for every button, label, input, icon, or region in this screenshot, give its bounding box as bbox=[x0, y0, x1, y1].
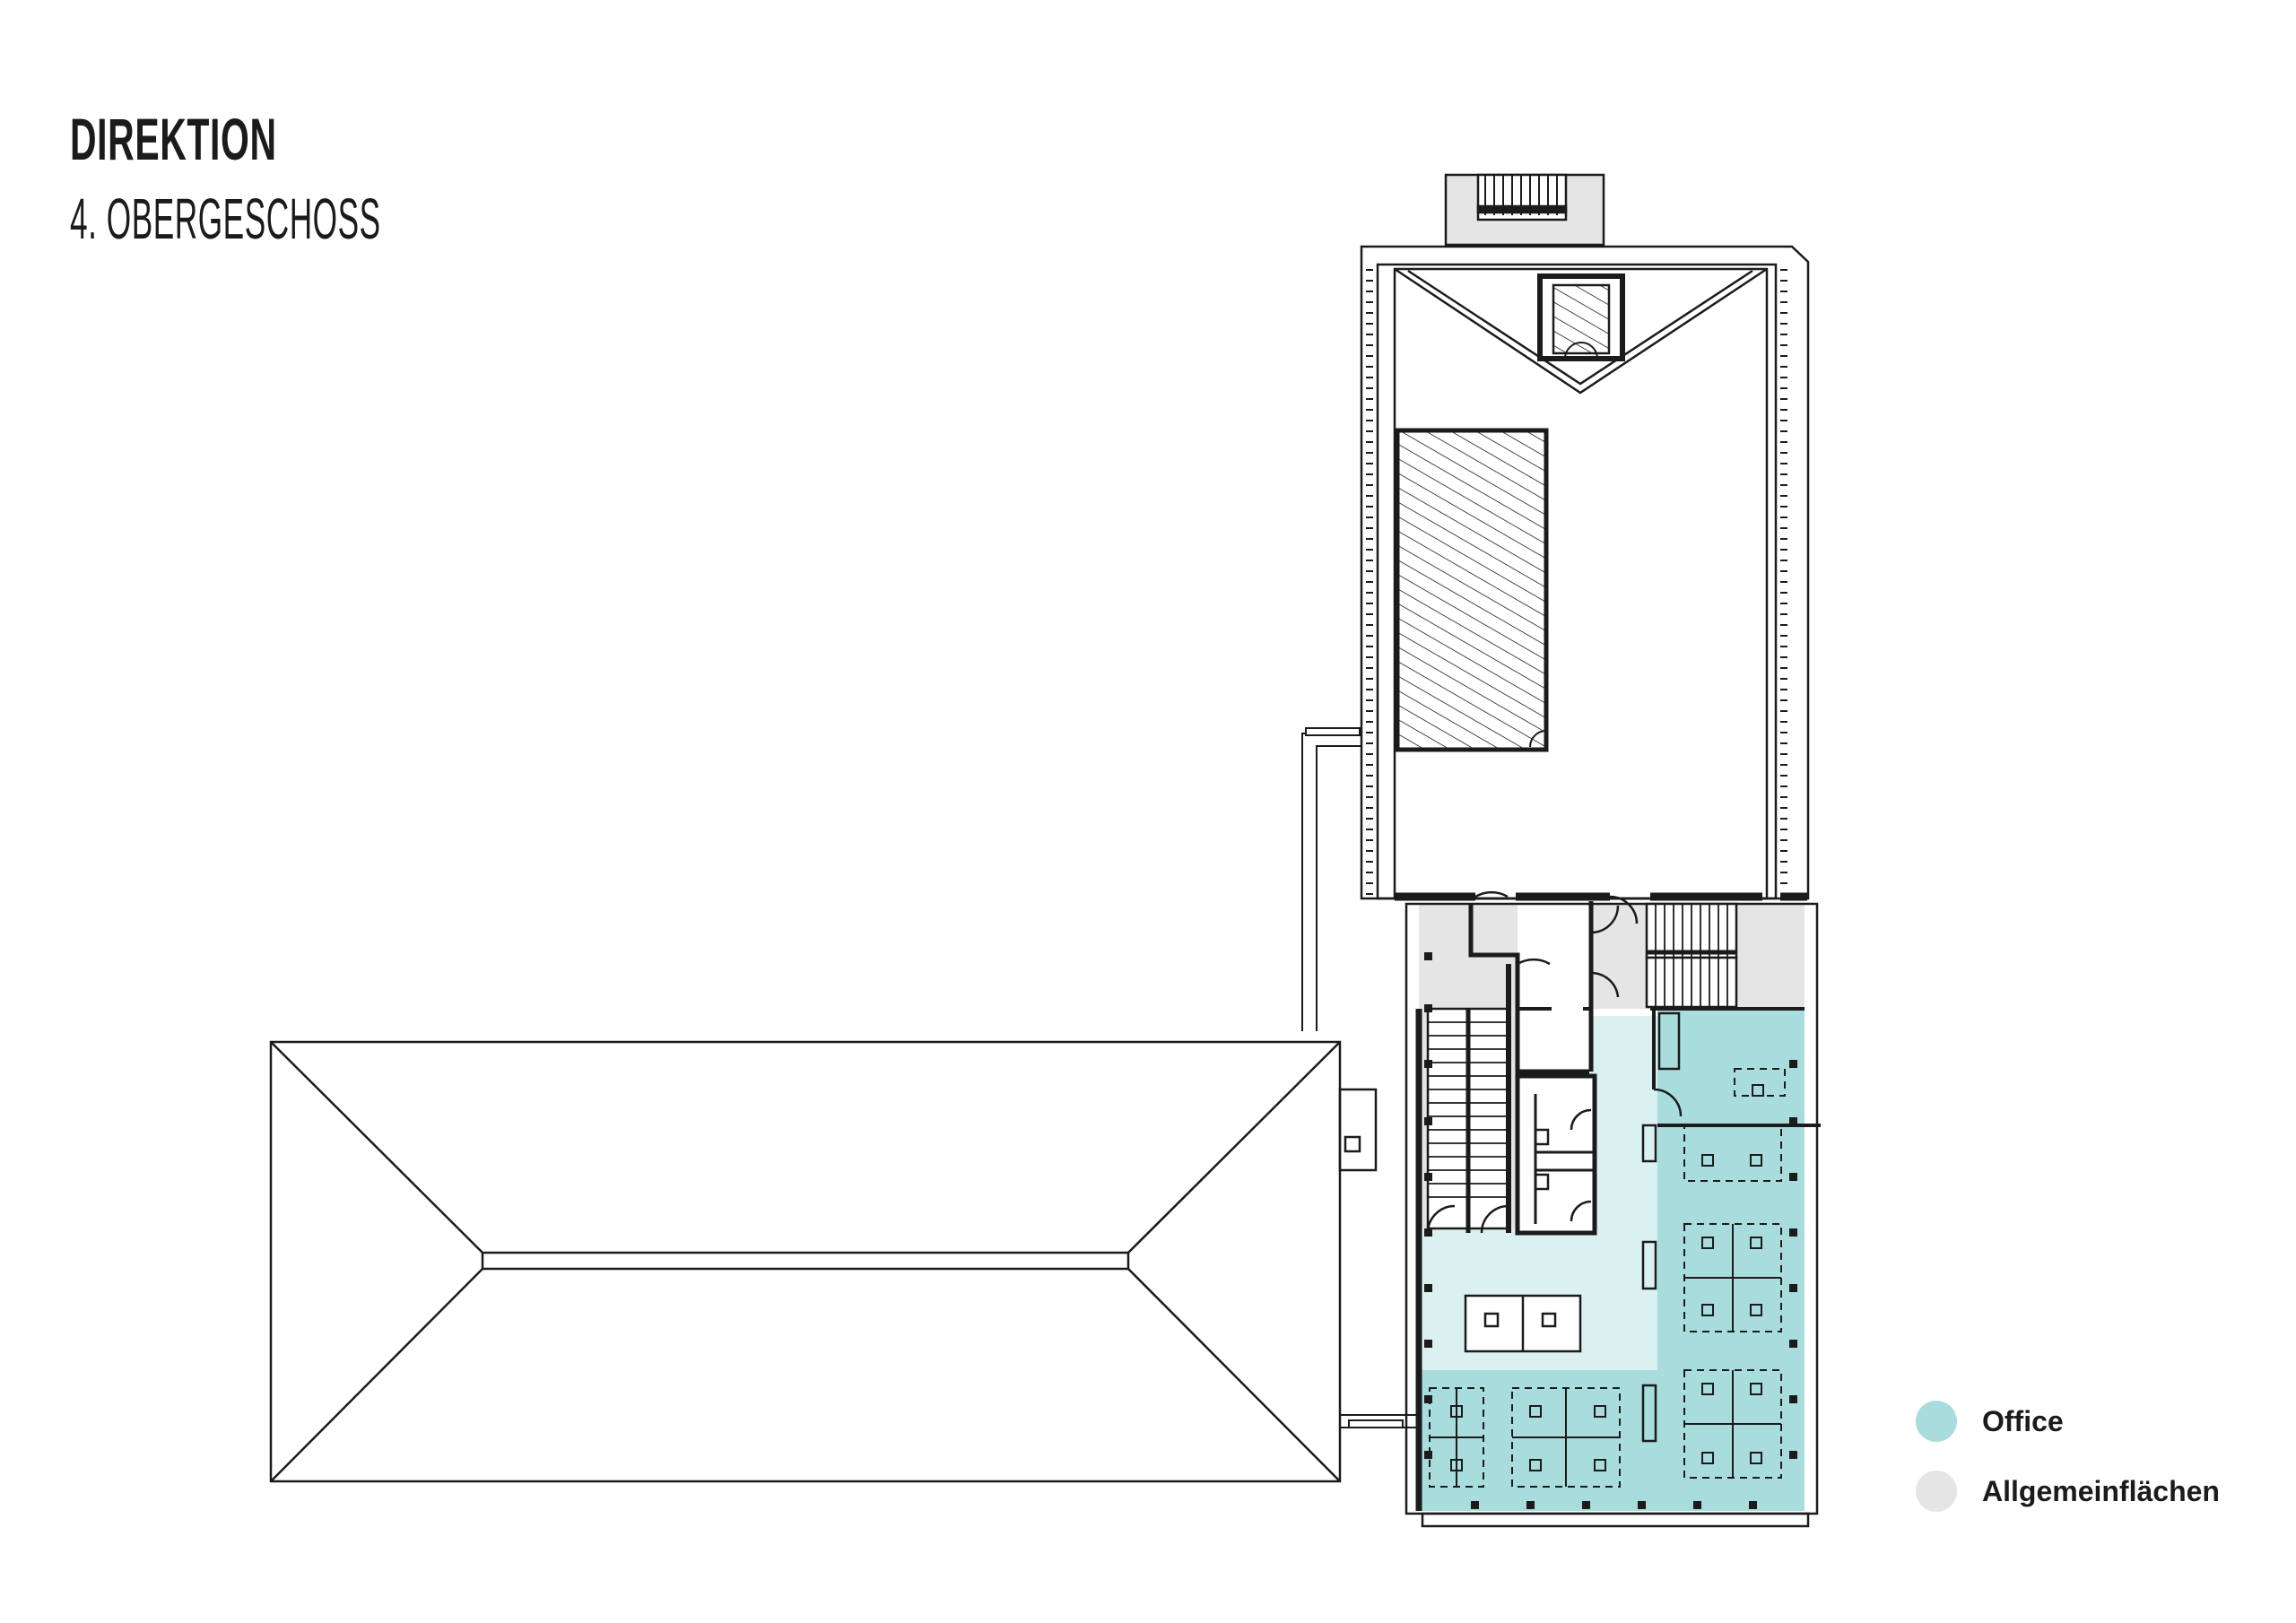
legend-item-common: Allgemeinflächen bbox=[1916, 1471, 2220, 1512]
chimney-box bbox=[1338, 1088, 1378, 1172]
legend-label-common: Allgemeinflächen bbox=[1982, 1474, 2220, 1507]
lobby-white bbox=[1518, 901, 1591, 1072]
legend-item-office: Office bbox=[1916, 1401, 2064, 1442]
walkways bbox=[1301, 727, 1417, 1428]
office-area-south bbox=[1419, 1370, 1805, 1511]
roof-ridge bbox=[481, 1251, 1130, 1271]
north-wing bbox=[1360, 173, 1810, 900]
wc-block bbox=[1518, 1076, 1595, 1233]
roof-hip-sw bbox=[270, 1268, 483, 1482]
page-title: DIREKTION bbox=[70, 106, 277, 172]
roof-building-left bbox=[269, 1040, 1378, 1483]
legend-label-office: Office bbox=[1982, 1404, 2064, 1437]
roof-hip-nw bbox=[270, 1041, 483, 1254]
legend-swatch-office bbox=[1916, 1401, 1957, 1442]
roof-outline bbox=[269, 1040, 1342, 1483]
office-building bbox=[1395, 890, 1821, 1528]
roof-hip-se bbox=[1127, 1268, 1341, 1482]
legend-swatch-common bbox=[1916, 1471, 1957, 1512]
page-subtitle: 4. OBERGESCHOSS bbox=[70, 187, 381, 251]
chimney-small bbox=[1344, 1135, 1361, 1153]
roof-hip-ne bbox=[1127, 1041, 1341, 1254]
